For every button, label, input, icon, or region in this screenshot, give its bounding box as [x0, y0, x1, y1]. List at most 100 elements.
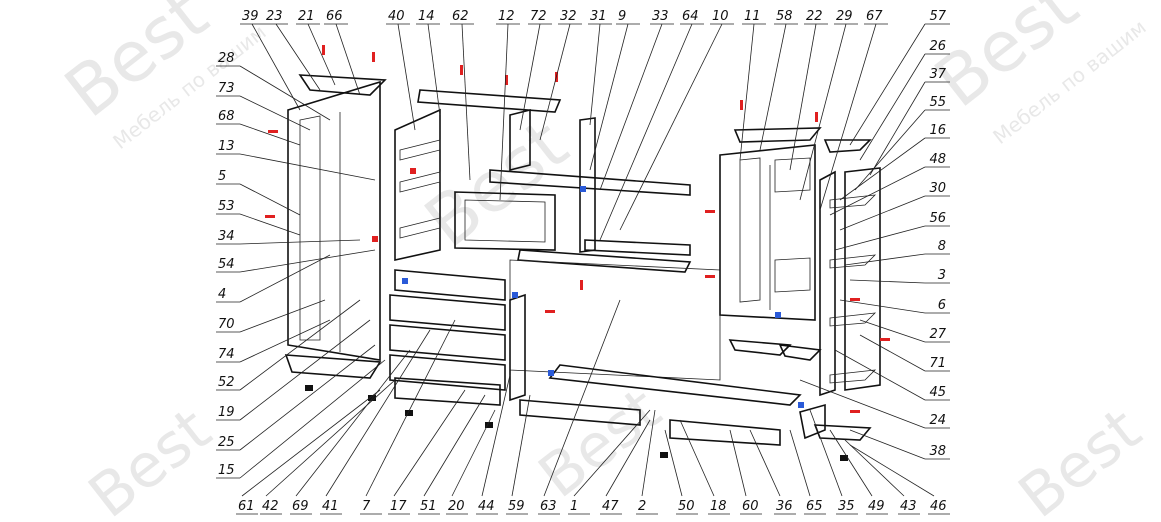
leader-line — [679, 419, 715, 497]
callout-52: 52 — [218, 375, 235, 390]
leader-line — [849, 23, 926, 146]
callout-42: 42 — [262, 499, 279, 514]
callout-73: 73 — [218, 81, 235, 96]
leader-line — [239, 299, 326, 333]
leader-line — [397, 23, 416, 131]
leader-line — [307, 23, 336, 86]
leader-line — [859, 319, 926, 343]
callout-30: 30 — [929, 181, 946, 196]
callout-57: 57 — [929, 9, 946, 24]
leader-line — [829, 166, 926, 216]
leader-line — [239, 319, 371, 421]
callout-27: 27 — [929, 327, 946, 342]
callout-33: 33 — [652, 9, 669, 24]
leader-line — [239, 153, 376, 181]
callout-18: 18 — [710, 499, 727, 514]
callout-43: 43 — [900, 499, 917, 514]
callout-69: 69 — [292, 499, 309, 514]
callout-50: 50 — [678, 499, 695, 514]
watermark-brand: Best — [526, 375, 674, 512]
callout-13: 13 — [218, 139, 235, 154]
leader-line — [729, 429, 747, 497]
leader-line — [589, 23, 601, 126]
callout-72: 72 — [530, 9, 547, 24]
leader-line — [859, 53, 926, 161]
leader-line — [239, 299, 361, 391]
callout-40: 40 — [388, 9, 405, 24]
leader-line — [839, 195, 926, 231]
callout-39: 39 — [242, 9, 259, 24]
callout-38: 38 — [929, 444, 946, 459]
callout-31: 31 — [590, 9, 607, 24]
callout-16: 16 — [929, 123, 946, 138]
leader-line — [239, 319, 331, 363]
callout-68: 68 — [218, 109, 235, 124]
callout-25: 25 — [218, 435, 235, 450]
leader-line — [799, 379, 926, 429]
leader-line — [239, 344, 376, 451]
callout-41: 41 — [322, 499, 339, 514]
callout-5: 5 — [218, 169, 226, 184]
callout-22: 22 — [806, 9, 823, 24]
leader-line — [664, 429, 683, 497]
callout-46: 46 — [930, 499, 947, 514]
watermark-layer: Best Мебель по вашим Best Best Мебель по… — [50, 0, 1154, 522]
leader-line — [834, 349, 926, 401]
leader-line — [427, 23, 441, 116]
callout-37: 37 — [929, 67, 946, 82]
callout-6: 6 — [938, 298, 946, 313]
leader-line — [849, 444, 935, 497]
leader-line — [834, 225, 926, 251]
leader-line — [839, 137, 926, 201]
watermark-brand: Best — [1006, 395, 1154, 522]
leader-line — [589, 23, 629, 171]
leader-line — [539, 23, 571, 141]
leader-line — [789, 23, 817, 171]
callout-63: 63 — [540, 499, 557, 514]
callout-70: 70 — [218, 317, 235, 332]
leader-line — [239, 183, 301, 216]
callout-56: 56 — [929, 211, 946, 226]
leader-line — [239, 65, 331, 121]
leader-line — [599, 23, 693, 241]
leader-line — [759, 23, 787, 151]
leader-line — [239, 254, 331, 303]
callout-1: 1 — [570, 499, 578, 514]
callout-67: 67 — [866, 9, 883, 24]
leader-line — [809, 409, 843, 497]
callout-34: 34 — [218, 229, 235, 244]
callout-47: 47 — [602, 499, 619, 514]
leader-line — [619, 23, 723, 231]
callout-62: 62 — [452, 9, 469, 24]
callout-28: 28 — [218, 51, 235, 66]
callout-9: 9 — [618, 9, 626, 24]
callout-21: 21 — [298, 9, 315, 24]
leader-line — [849, 429, 926, 460]
callout-24: 24 — [929, 413, 946, 428]
leader-line — [749, 429, 781, 497]
callout-17: 17 — [390, 499, 407, 514]
leader-line — [605, 419, 651, 497]
leader-line — [854, 109, 926, 191]
callout-14: 14 — [418, 9, 435, 24]
callout-45: 45 — [929, 385, 946, 400]
leader-line — [543, 299, 621, 497]
furniture-parts — [265, 45, 890, 461]
callout-11: 11 — [744, 9, 761, 24]
leader-line — [511, 394, 531, 497]
leader-line — [869, 81, 926, 176]
leader-line — [599, 23, 663, 191]
leader-line — [335, 23, 361, 96]
callout-36: 36 — [776, 499, 793, 514]
callout-10: 10 — [712, 9, 729, 24]
leader-line — [519, 23, 541, 131]
leader-line — [325, 329, 431, 497]
leader-line — [423, 394, 486, 497]
leader-line — [451, 409, 496, 497]
leader-line — [239, 239, 361, 245]
callout-26: 26 — [929, 39, 946, 54]
callout-51: 51 — [420, 499, 437, 514]
